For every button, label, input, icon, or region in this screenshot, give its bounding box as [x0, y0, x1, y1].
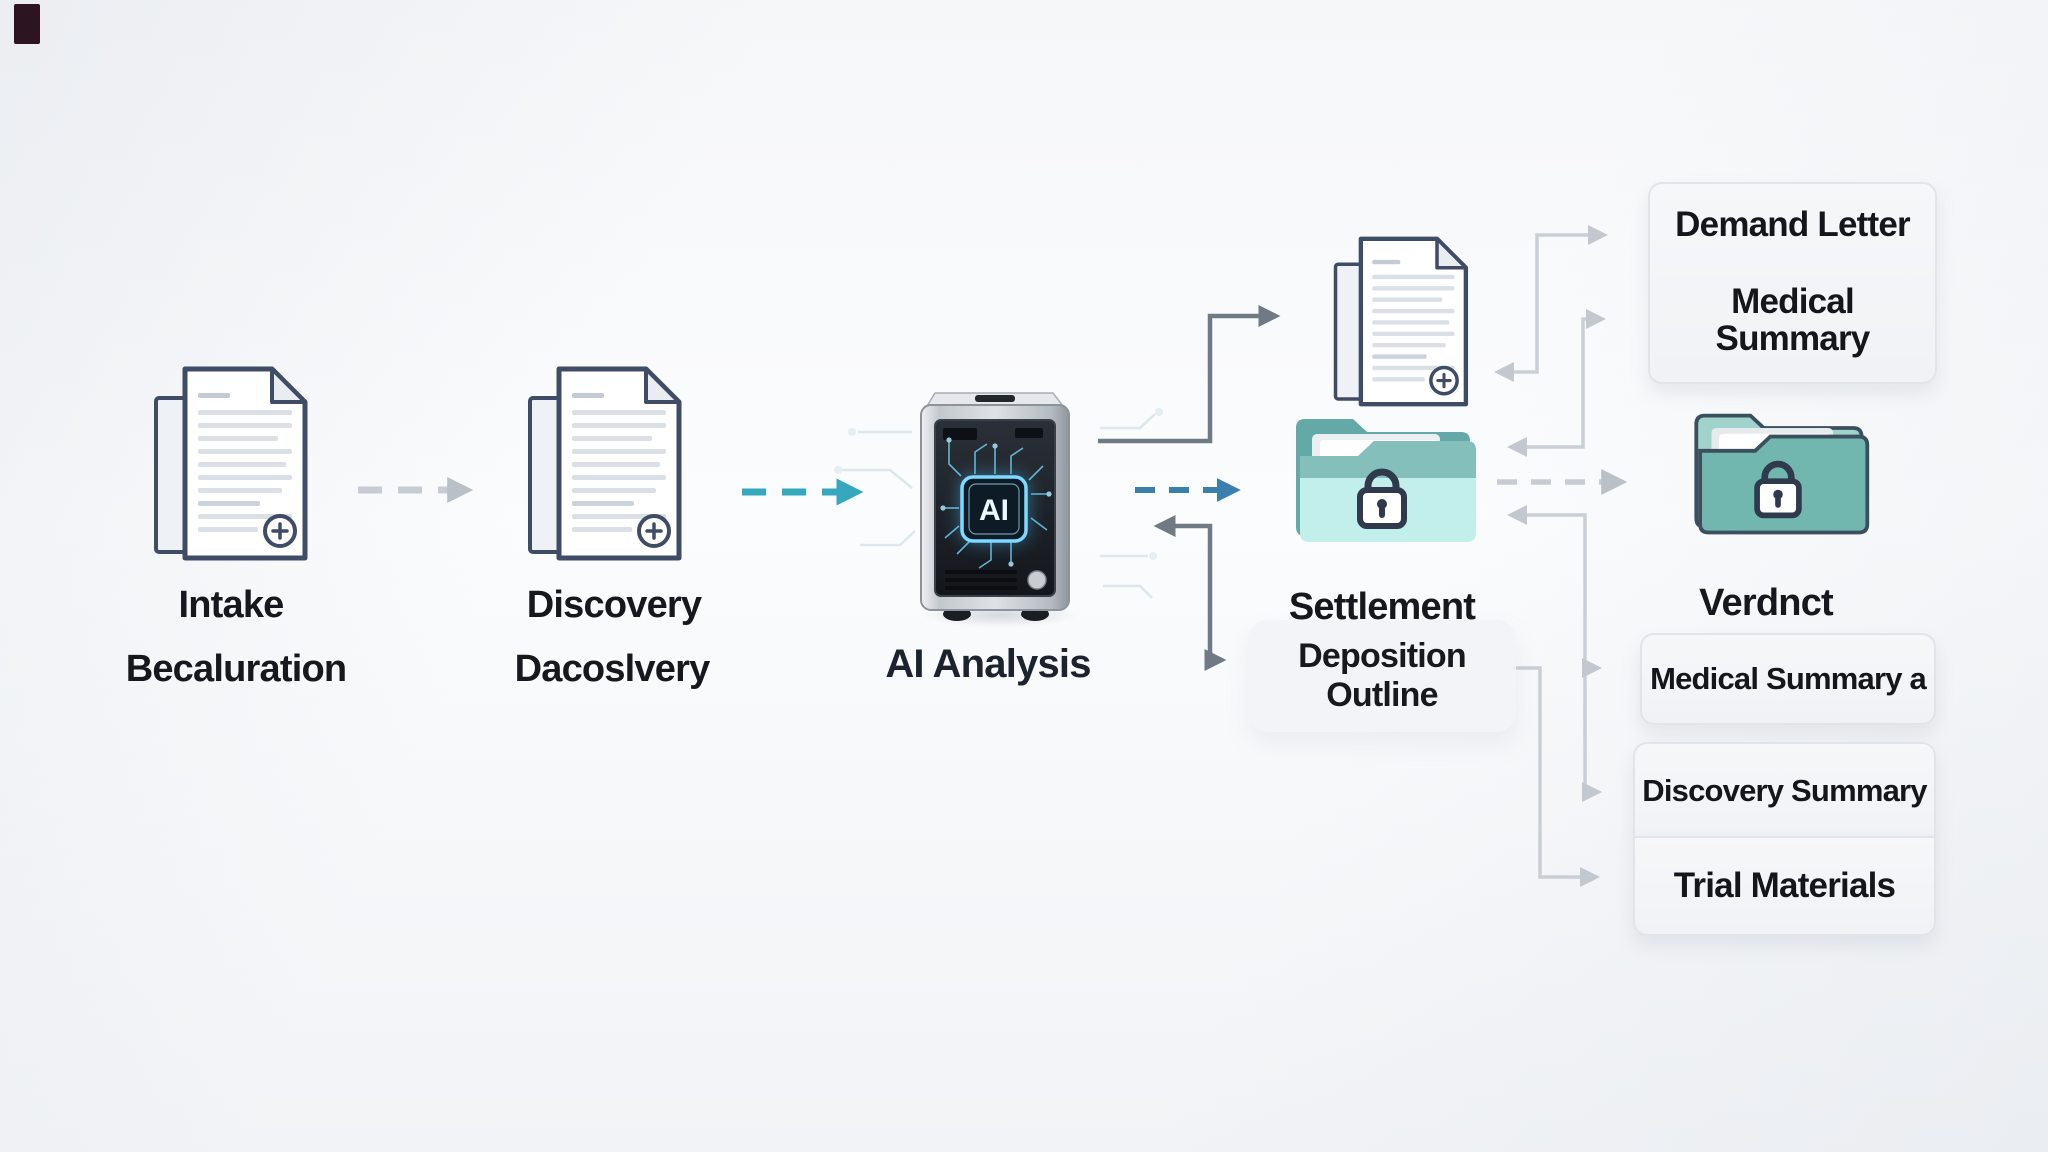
verdict-title: Verdnct: [1699, 582, 1834, 624]
ai-title: AI Analysis: [885, 642, 1091, 686]
connector-settlement-medical-summary: [1507, 309, 1606, 457]
arrow-ai-to-documents: [1098, 305, 1281, 444]
discovery-summary-label: Discovery Summary: [1642, 772, 1927, 808]
output-documents-icon: [1332, 236, 1472, 407]
settlement-folder-icon: [1296, 419, 1476, 542]
medical-summary-a-label: Medical Summary a: [1650, 660, 1927, 696]
chip-circuit-traces: [940, 437, 1052, 569]
medical-summary-label: Medical Summary: [1715, 282, 1871, 359]
discovery-subtitle: Dacoslvery: [514, 648, 711, 690]
connector-settlement-discovery-summary: [1507, 505, 1602, 802]
medical-summary-a-box: Medical Summary a: [1640, 633, 1936, 725]
connector-documents-demand-letter: [1494, 225, 1608, 382]
arrow-ai-deposition-elbow: [1153, 515, 1227, 671]
deposition-outline-box: Deposition Outline: [1248, 620, 1516, 732]
ai-chip-icon: AI: [960, 475, 1028, 543]
ai-server-icon: AI: [920, 392, 1070, 621]
corner-mark: [14, 4, 40, 44]
connector-deposition-trial-materials: [1512, 666, 1600, 887]
demand-letter-label: Demand Letter: [1675, 205, 1910, 244]
trial-materials-box: Trial Materials: [1633, 836, 1936, 936]
demand-letter-box: Demand Letter Medical Summary: [1648, 182, 1937, 384]
discovery-summary-box: Discovery Summary: [1633, 742, 1936, 838]
intake-documents-icon: [152, 366, 312, 561]
intake-title: Intake: [178, 584, 284, 626]
discovery-documents-icon: [526, 366, 686, 561]
ai-chip-label: AI: [979, 494, 1009, 527]
verdict-folder-icon: [1694, 413, 1870, 535]
intake-subtitle: Becaluration: [125, 648, 347, 690]
discovery-title: Discovery: [526, 584, 702, 626]
trial-materials-label: Trial Materials: [1673, 866, 1896, 906]
deposition-outline-label: Deposition Outline: [1298, 637, 1466, 714]
